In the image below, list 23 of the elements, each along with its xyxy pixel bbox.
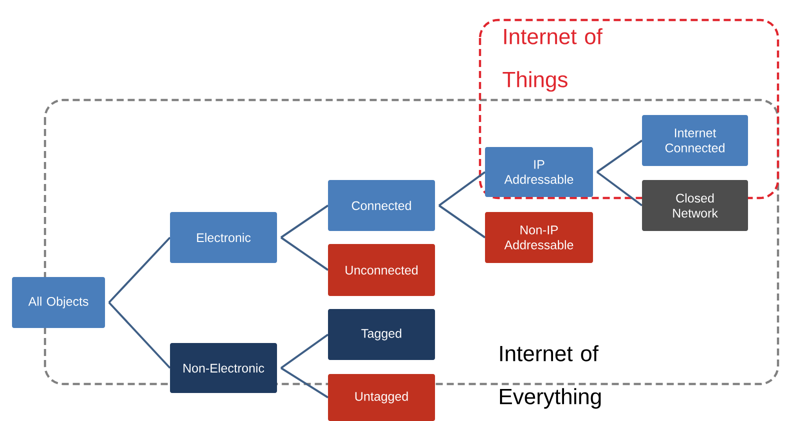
category-box: Electronic	[170, 212, 277, 263]
category-box: Untagged	[328, 374, 435, 421]
region-heading: Internet of Things	[502, 28, 603, 92]
category-box: All Objects	[12, 277, 105, 328]
region-heading: Internet of Everything	[500, 345, 601, 409]
category-box: IP Addressable	[485, 147, 593, 197]
connector-line	[280, 334, 329, 369]
category-box: Closed Network	[642, 180, 748, 231]
connector-line	[438, 204, 486, 238]
category-box: Non-IP Addressable	[485, 212, 593, 263]
category-box: Tagged	[328, 309, 435, 360]
category-box: Non-Electronic	[170, 343, 277, 393]
connector-line	[280, 204, 329, 238]
connector-line	[438, 171, 486, 206]
category-box: Unconnected	[328, 244, 435, 296]
category-box: Internet Connected	[642, 115, 748, 166]
connector-line	[108, 302, 171, 369]
connector-line	[280, 367, 329, 398]
connector-line	[596, 171, 643, 206]
connector-line	[596, 140, 643, 173]
connector-line	[108, 236, 171, 304]
connector-line	[280, 236, 329, 271]
category-box: Connected	[328, 180, 435, 231]
